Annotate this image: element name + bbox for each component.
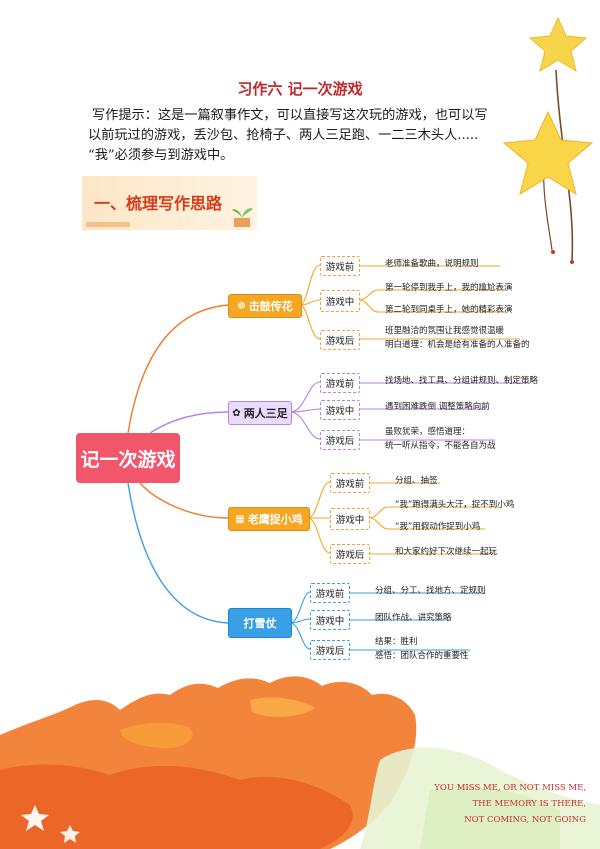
branch-node-snowball: 打雪仗 [228,608,292,638]
plant-icon [232,208,253,227]
stage-before: 游戏前 [320,373,360,393]
blocks-icon: ▦ [235,513,245,525]
stage-during: 游戏中 [310,610,350,630]
stage-after: 游戏后 [310,640,350,660]
balloon-icon: ✿ [232,407,241,419]
leaf-text: 遇到困难跌倒 调整策略向前 [385,402,490,412]
drum-icon: ❁ [237,300,246,312]
paper-stack-icon [86,222,130,227]
stage-before: 游戏前 [310,583,350,603]
footer-text-line-2: THE MEMORY IS THERE, [472,799,587,809]
leaf-text: 第二轮到同桌手上，她的精彩表演 [385,305,513,315]
writing-tip-line-2: 以前玩过的游戏，丢沙包、抢椅子、两人三足跑、一二三木头人..... [88,128,479,143]
leaf-text: “我”跑得满头大汗，捉不到小鸡 [395,500,515,510]
mindmap-root: 记一次游戏 [76,433,180,483]
leaf-text: 感悟：团队合作的重要性 [375,651,469,661]
branch-node-drum: ❁ 击鼓传花 [228,294,302,318]
stage-after: 游戏后 [330,544,370,564]
writing-tip-line-3: “我”必须参与到游戏中。 [88,148,234,163]
leaf-text: 班里融洽的氛围让我感觉很温暖 [385,326,505,336]
stage-before: 游戏前 [330,473,370,493]
leaf-text: 分组、抽签 [395,476,438,486]
section-banner [82,176,257,230]
leaf-text: 统一听从指令，不能各自为战 [385,441,496,451]
stage-during: 游戏中 [330,508,370,530]
stage-after: 游戏后 [320,330,360,350]
branch-node-eagle-chick: ▦ 老鹰捉小鸡 [228,507,310,531]
leaf-text: 明白道理：机会是给有准备的人准备的 [385,340,530,350]
writing-tip-line-1: 写作提示：这是一篇叙事作文，可以直接写这次玩的游戏，也可以写 [92,108,488,123]
branch-label: 老鹰捉小鸡 [247,513,303,526]
branch-label: 两人三足 [243,407,288,420]
footer-text-line-3: NOT COMING, NOT GOING [464,815,586,825]
page-title: 习作六 记一次游戏 [237,80,363,98]
leaf-text: 老师准备歌曲，说明规则 [385,259,479,269]
stage-after: 游戏后 [320,430,360,450]
leaf-text: 虽败犹荣，感悟道理： [385,427,471,437]
leaf-text: “我”用假动作捉到小鸡 [395,522,481,532]
leaf-text: 和大家约好下次继续一起玩 [395,547,498,557]
footer-text-line-1: YOU MISS ME, OR NOT MISS ME, [434,783,586,793]
leaf-text: 第一轮停到我手上，我的尴尬表演 [385,283,513,293]
stage-before: 游戏前 [320,256,360,276]
branch-label: 打雪仗 [243,617,277,630]
leaf-text: 分组、分工、找地方、定规则 [375,586,486,596]
star-icon [502,110,594,196]
stage-during: 游戏中 [320,400,360,420]
section-title: 一、梳理写作思路 [94,194,223,213]
leaf-text: 找场地、找工具、分组讲规则、制定策略 [385,376,539,386]
branch-label: 击鼓传花 [248,300,293,313]
leaf-text: 团队作战、讲究策略 [375,613,452,623]
stage-during: 游戏中 [320,290,360,312]
leaf-text: 结果：胜利 [375,637,418,647]
star-icon [528,16,588,73]
branch-node-three-legged: ✿ 两人三足 [228,401,292,425]
